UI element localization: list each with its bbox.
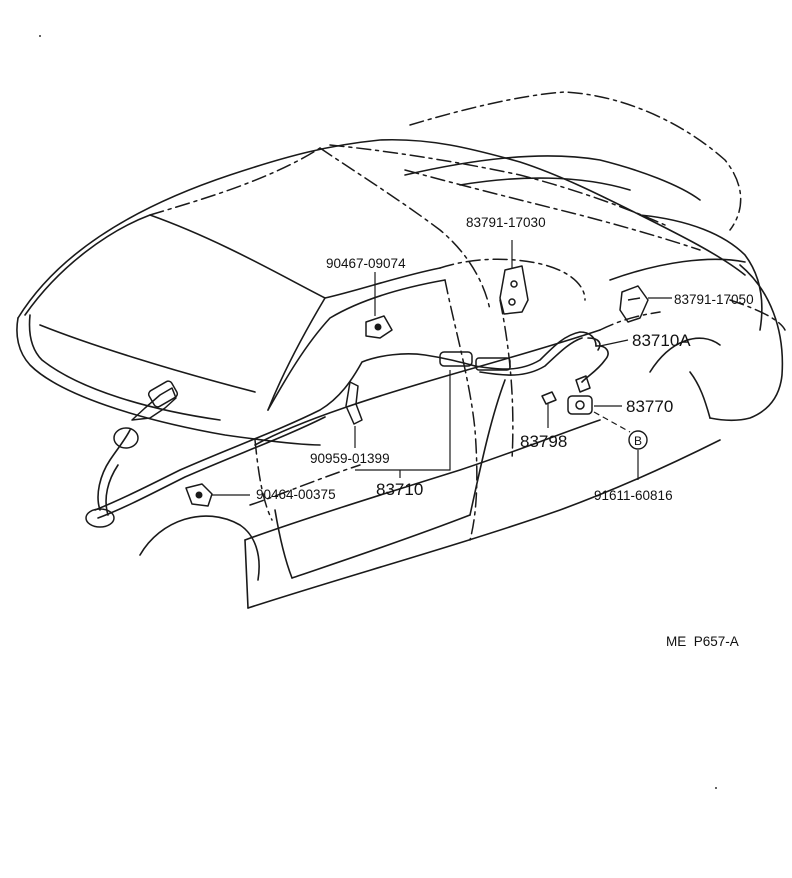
part-labels: 83791-17030 90467-09074 83791-17050 8371… xyxy=(256,215,754,503)
label-83798: 83798 xyxy=(520,432,567,451)
callout-b: B xyxy=(628,430,648,450)
label-83770: 83770 xyxy=(626,397,673,416)
clip-90464-00375 xyxy=(185,483,213,507)
label-83710: 83710 xyxy=(376,480,423,499)
label-83791-17050: 83791-17050 xyxy=(674,292,754,307)
leader-lines xyxy=(212,240,672,496)
callout-letter: B xyxy=(634,434,642,448)
bracket-83791-17030 xyxy=(499,265,529,315)
pin-83798 xyxy=(541,391,557,405)
label-91611-60816: 91611-60816 xyxy=(594,488,673,503)
speck xyxy=(39,35,41,37)
sensor-83770 xyxy=(567,375,593,415)
label-90959-01399: 90959-01399 xyxy=(310,451,390,466)
speedometer-cable xyxy=(85,331,609,528)
bracket-83791-17050 xyxy=(619,285,649,323)
clamp-90959-01399 xyxy=(345,381,363,425)
reference-code: ME P657-A xyxy=(666,634,739,649)
phantom-lines xyxy=(149,91,786,541)
car-body-outline xyxy=(16,138,784,609)
label-83791-17030: 83791-17030 xyxy=(466,215,546,230)
label-83710A: 83710A xyxy=(632,331,691,350)
label-90464-00375: 90464-00375 xyxy=(256,487,336,502)
speck xyxy=(715,787,717,789)
label-90467-09074: 90467-09074 xyxy=(326,256,406,271)
clamp-90467-09074 xyxy=(365,315,393,339)
